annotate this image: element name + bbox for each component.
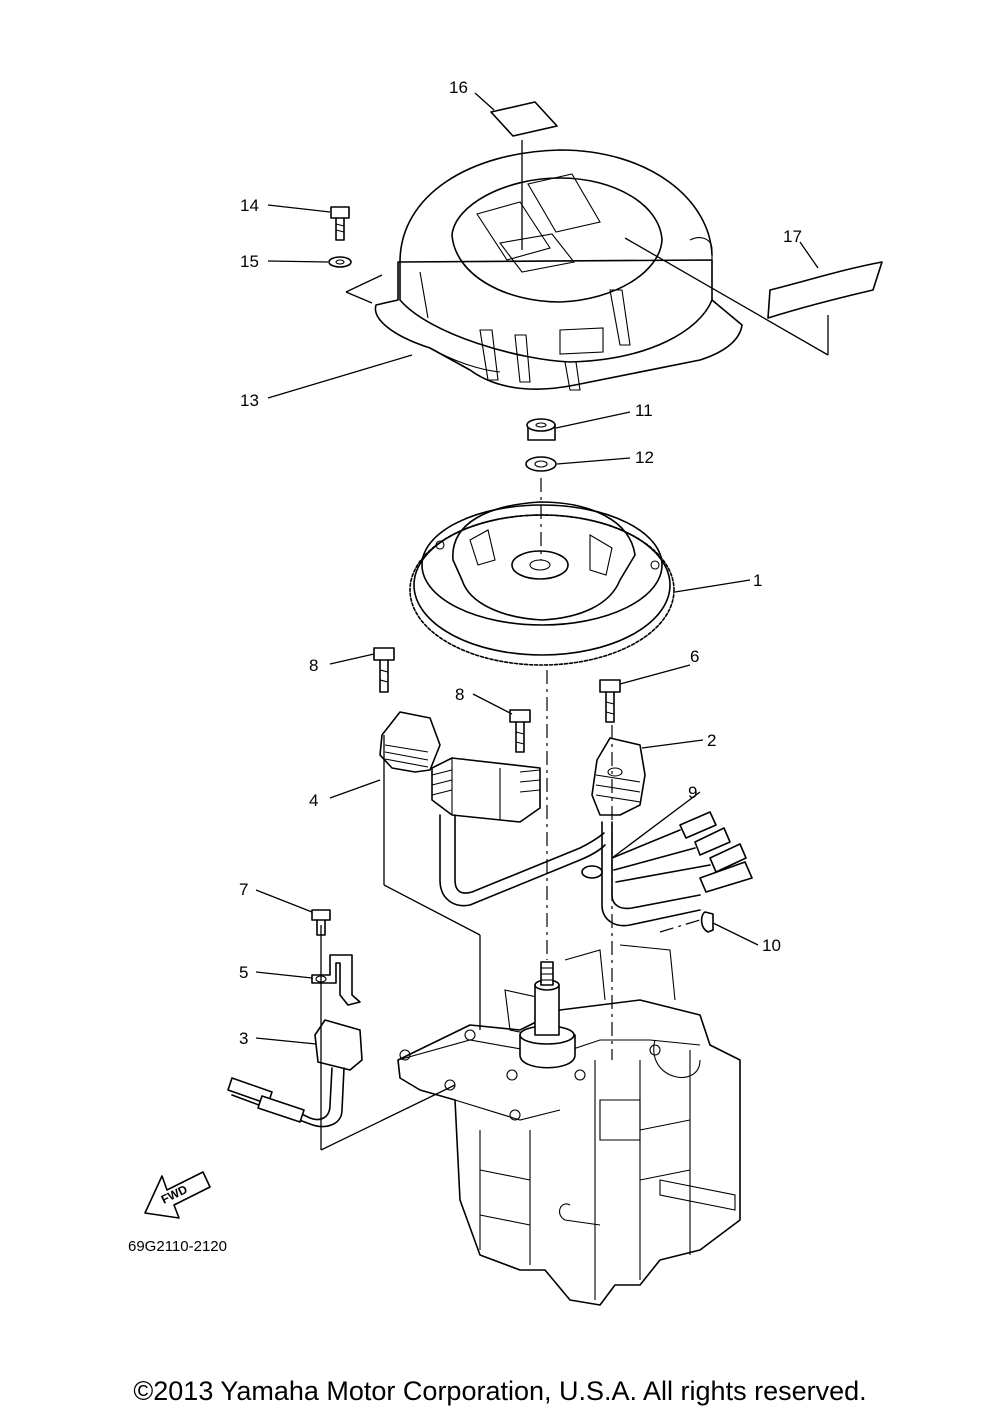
part-2-pulser-coil [591,737,646,816]
part-10-grommet [700,911,714,933]
callout-6: 6 [690,647,699,666]
callout-2: 2 [707,731,716,750]
part-3-sensor [227,1019,363,1128]
callout-16: 16 [449,78,468,97]
part-8-bolt-left [373,647,395,693]
callout-8-right: 8 [455,685,464,704]
part-1-flywheel-rotor [409,501,675,666]
part-6-bolt [599,679,621,723]
part-12-washer [525,456,557,472]
diagram-code: 69G2110-2120 [128,1238,227,1255]
callout-14: 14 [240,196,259,215]
callout-8-left: 8 [309,656,318,675]
part-11-nut [526,418,556,441]
callout-4: 4 [309,791,318,810]
fwd-direction-arrow: FWD [144,1171,211,1219]
part-16-label [490,101,558,250]
callout-9: 9 [688,783,697,802]
callout-13: 13 [240,391,259,410]
callout-15: 15 [240,252,259,271]
callout-5: 5 [239,963,248,982]
callout-3: 3 [239,1029,248,1048]
callout-leaders [255,92,819,1045]
callout-12: 12 [635,448,654,467]
part-4-charge-coil [379,711,606,1030]
callout-10: 10 [762,936,781,955]
callout-numbers: 16 14 15 17 13 11 12 1 8 6 8 2 4 9 7 10 … [239,78,802,1048]
copyright-notice: ©2013 Yamaha Motor Corporation, U.S.A. A… [133,1376,867,1406]
crankshaft-end [519,961,576,1069]
fwd-label: FWD [159,1182,190,1207]
callout-11: 11 [635,401,653,420]
engine-powerhead [397,944,741,1306]
part-5-bracket [311,954,361,1006]
part-9-wire-harness [581,811,753,927]
part-17-decal [624,237,883,356]
callout-1: 1 [753,571,762,590]
callout-7: 7 [239,880,248,899]
part-8-bolt-right [509,709,531,753]
callout-17: 17 [783,227,802,246]
part-7-screw [311,909,331,936]
part-14-bolt [330,206,350,241]
part-13-flywheel-cover [345,149,743,391]
part-15-washer [328,256,352,268]
